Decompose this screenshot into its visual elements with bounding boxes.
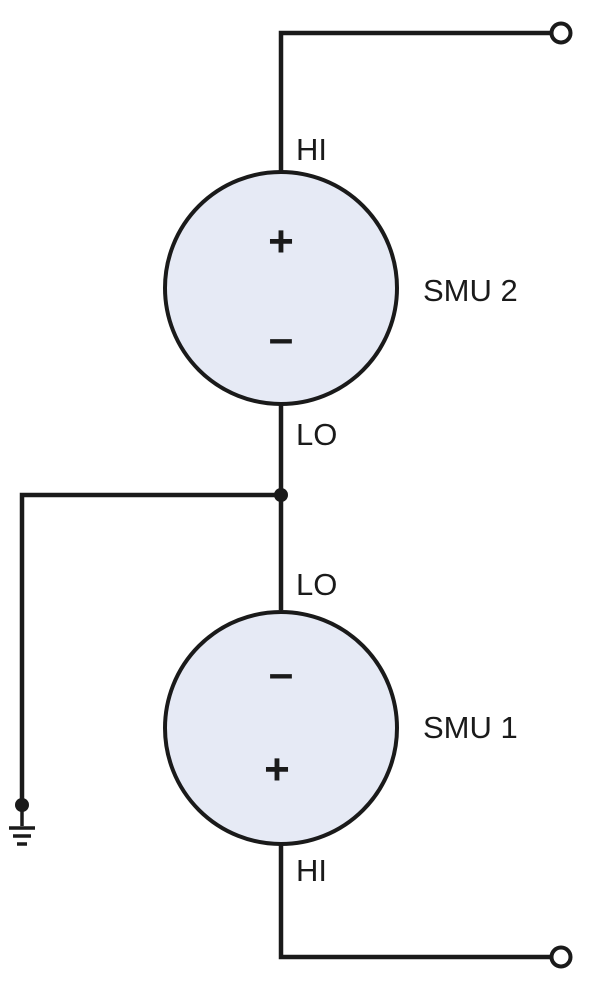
smu2-name-label: SMU 2 xyxy=(423,273,518,308)
smu1-minus-sign: – xyxy=(269,649,293,698)
smu2-circle xyxy=(163,170,399,406)
junction-dot-icon xyxy=(274,488,288,502)
smu2-plus-sign: + xyxy=(268,217,294,266)
open-terminal-icon xyxy=(549,945,573,969)
smu2-minus-sign: – xyxy=(269,314,293,363)
smu2-source: + – xyxy=(163,170,399,406)
wire-smu2-hi xyxy=(278,30,551,172)
smu1-name-label: SMU 1 xyxy=(423,710,518,745)
smu2-lo-label: LO xyxy=(296,417,337,452)
smu1-plus-sign: + xyxy=(264,745,290,794)
smu1-lo-label: LO xyxy=(296,567,337,602)
smu1-hi-label: HI xyxy=(296,853,327,888)
smu2-hi-label: HI xyxy=(296,132,327,167)
open-terminal-icon xyxy=(549,21,573,45)
wire-ground-branch xyxy=(19,492,281,806)
smu1-source: – + xyxy=(163,610,399,846)
wire-smu1-hi xyxy=(278,844,551,960)
smu1-circle xyxy=(163,610,399,846)
ground-icon xyxy=(9,798,35,846)
